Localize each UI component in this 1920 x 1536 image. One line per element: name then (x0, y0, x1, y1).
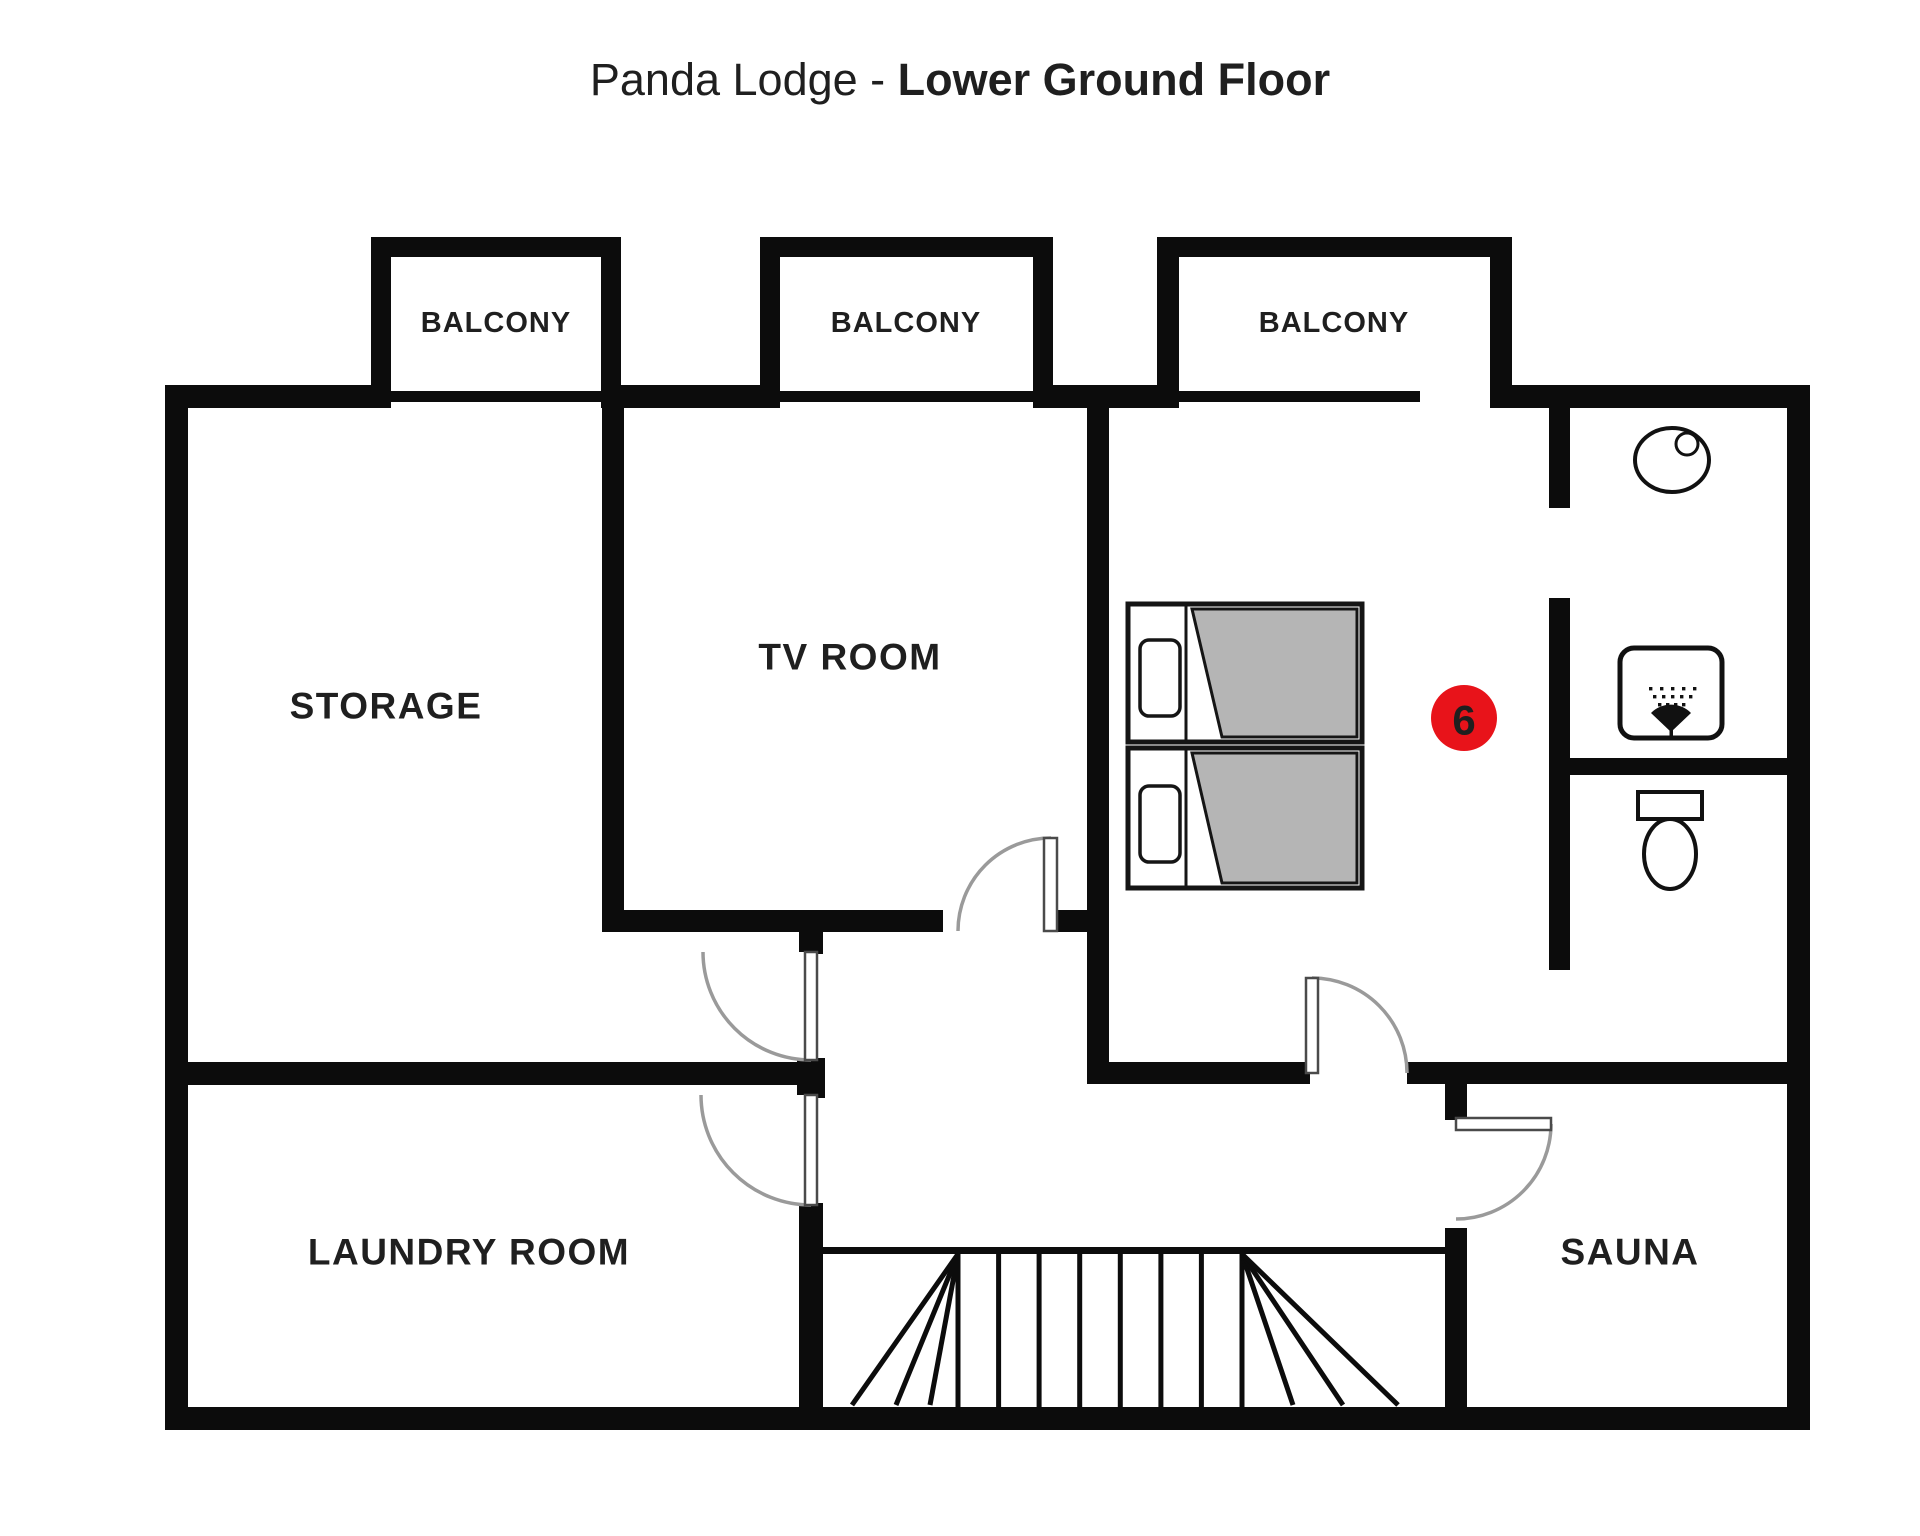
bed-number-badge: 6 (1431, 685, 1497, 751)
door-storage-leaf (803, 950, 819, 1062)
door-bedroom-arc (1311, 976, 1409, 1074)
balcony-2-wall-top (760, 237, 1053, 257)
sink-icon (1633, 426, 1711, 494)
door-storage-swing (703, 952, 811, 1060)
wall-laundry-top (165, 1062, 799, 1085)
door-tv-room-swing (958, 838, 1051, 931)
wall-bathroom-a (1549, 403, 1570, 508)
room-tv-label: TV ROOM (758, 637, 941, 678)
pillow-icon (1138, 638, 1182, 718)
wall-hall-stub-c (799, 1203, 823, 1407)
wall-top-2 (601, 385, 780, 408)
wall-hall-stub-b (797, 1058, 825, 1098)
stair-winder (927, 1253, 961, 1406)
wall-sauna-left-b (1445, 1228, 1467, 1407)
wall-shower-toilet-divider (1570, 758, 1787, 775)
balcony-2-wall-left (760, 237, 780, 408)
stair-winder (1240, 1252, 1400, 1407)
stair-winder (849, 1252, 961, 1407)
door-sauna-arc (1455, 1123, 1553, 1221)
balcony-3-wall-top (1157, 237, 1512, 257)
door-tv-room-leaf (1042, 836, 1059, 933)
wall-left (165, 385, 188, 1430)
toilet-tank-icon (1636, 790, 1704, 821)
wall-hall-stub-a (799, 930, 823, 954)
balcony-3-label: BALCONY (1259, 307, 1409, 339)
balcony-3-wall-right (1490, 237, 1512, 408)
wall-right (1787, 385, 1810, 1430)
wall-sauna-left-a (1445, 1083, 1467, 1120)
walls (165, 237, 1810, 1430)
toilet-bowl-icon (1642, 817, 1698, 891)
labels: BALCONY BALCONY BALCONY STORAGE TV ROOM … (290, 307, 1699, 1273)
room-laundry-label: LAUNDRY ROOM (308, 1232, 630, 1273)
bed-blanket (1190, 607, 1359, 739)
staircase (849, 1252, 1400, 1407)
shower-spray-icon (1649, 687, 1697, 740)
wall-storage-tv (602, 408, 624, 932)
window-balcony-2 (780, 391, 1033, 402)
stair-winder (893, 1253, 961, 1406)
wall-tv-bottom-b (1050, 910, 1087, 932)
door-storage-arc (701, 951, 812, 1062)
door-sauna-swing (1456, 1124, 1551, 1219)
wall-top-3 (1033, 385, 1179, 408)
wall-tv-bottom-a (602, 910, 943, 932)
sink-drain-icon (1674, 431, 1700, 457)
bed-2 (1125, 745, 1365, 891)
page-title-emphasis: Lower Ground Floor (898, 54, 1330, 105)
door-laundry-swing (701, 1095, 811, 1205)
stair-winder (1239, 1252, 1346, 1407)
balcony-1-wall-left (371, 237, 391, 408)
balcony-2-label: BALCONY (831, 307, 981, 339)
doors (699, 836, 1553, 1221)
balcony-1-wall-right (601, 237, 621, 408)
wall-bedroom-bottom-b (1407, 1062, 1790, 1084)
wall-top-1 (165, 385, 391, 408)
window-balcony-3 (1179, 391, 1420, 402)
room-storage-label: STORAGE (290, 686, 483, 727)
badge-circle (1431, 685, 1497, 751)
room-sauna-label: SAUNA (1560, 1232, 1699, 1273)
bed-blanket (1190, 751, 1359, 885)
window-balcony-1 (391, 391, 601, 402)
wall-bathroom-b (1549, 598, 1570, 970)
wall-bedroom-bottom-a (1087, 1062, 1310, 1084)
door-bedroom-leaf (1304, 976, 1320, 1075)
stairwell-top-line (822, 1247, 1445, 1254)
pillow-icon (1138, 784, 1182, 864)
door-sauna-leaf (1454, 1116, 1553, 1132)
wall-bedroom-left (1087, 408, 1109, 1083)
page-title: Panda Lodge - Lower Ground Floor (590, 54, 1330, 105)
balcony-2-wall-right (1033, 237, 1053, 408)
door-tv-room-arc (956, 836, 1052, 932)
wall-top-4 (1490, 385, 1810, 408)
bathroom-fixtures (1617, 426, 1725, 891)
bed-1 (1125, 601, 1365, 745)
door-bedroom-swing (1312, 978, 1407, 1073)
balcony-1-wall-top (371, 237, 621, 257)
badge-number: 6 (1452, 697, 1475, 744)
balcony-3-wall-left (1157, 237, 1179, 408)
stair-winder (1239, 1253, 1296, 1406)
door-laundry-leaf (803, 1093, 819, 1207)
balcony-1-label: BALCONY (421, 307, 571, 339)
wall-bottom (165, 1407, 1810, 1430)
door-arcs (699, 836, 1553, 1221)
door-laundry-arc (699, 1094, 812, 1207)
page-title-prefix: Panda Lodge - (590, 54, 898, 105)
